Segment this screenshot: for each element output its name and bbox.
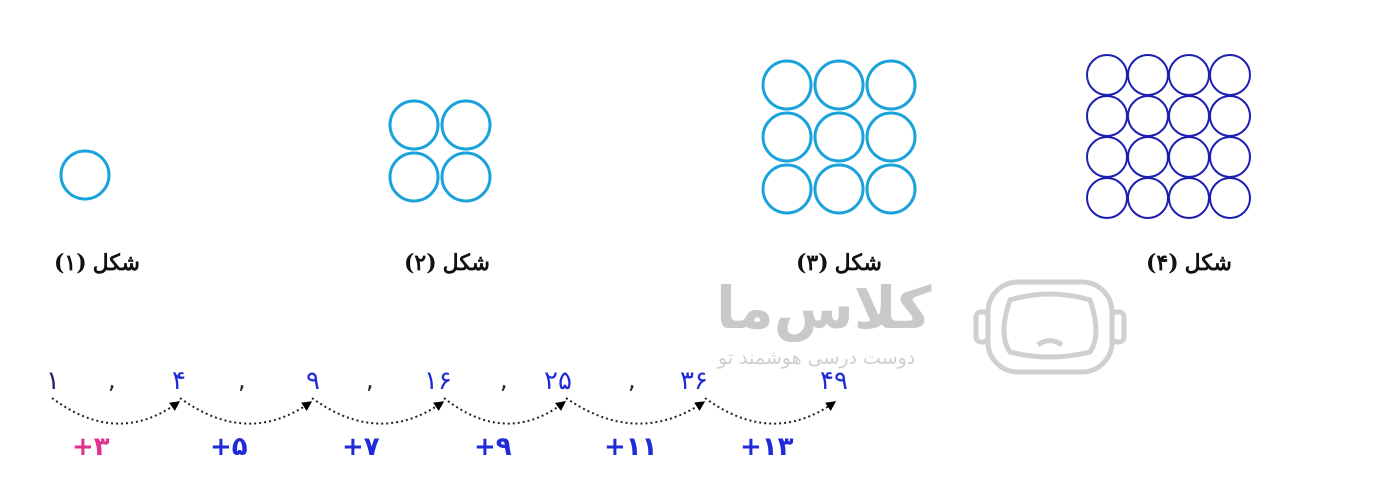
circle-shape (1086, 54, 1128, 96)
sequence-number: ۳۶ (680, 366, 708, 396)
circle-shape (813, 59, 865, 111)
caption-number: (۴) (1146, 250, 1179, 276)
figure-4-caption: شکل(۴) (1146, 250, 1232, 276)
circle-shape (1209, 136, 1251, 178)
sequence-separator: , (366, 366, 374, 394)
circle-shape (761, 59, 813, 111)
sequence-arc (311, 397, 445, 425)
increment-label: +۱۱ (604, 432, 658, 462)
circle-shape (388, 99, 440, 151)
sequence-arrows (51, 397, 837, 425)
circle-shape (1127, 95, 1169, 137)
circle-shape (1168, 136, 1210, 178)
caption-word: شکل (834, 250, 882, 276)
caption-number: (۳) (796, 250, 829, 276)
circle-shape (440, 151, 492, 203)
vr-headset-icon (973, 279, 1127, 375)
circle-shape (59, 149, 111, 201)
figure-1-caption: شکل(۱) (54, 250, 140, 276)
circle-shape (440, 99, 492, 151)
watermark-name: کلاس‌ما (716, 274, 932, 342)
sequence-arc (179, 397, 313, 425)
sequence-number: ۹ (306, 366, 320, 396)
sequence-separator: , (500, 366, 508, 394)
circle-shape (865, 111, 917, 163)
circle-shape (1127, 177, 1169, 219)
circle-shape (388, 151, 440, 203)
circle-shape (865, 163, 917, 215)
sequence-number: ۱ (46, 366, 60, 396)
circle-shape (1168, 95, 1210, 137)
figure-1-circles (59, 149, 111, 201)
watermark-tagline: دوست درسی هوشمند تو (718, 347, 916, 369)
sequence-arc (704, 397, 837, 425)
circle-shape (1209, 177, 1251, 219)
circle-shape (1209, 54, 1251, 96)
circle-shape (1209, 95, 1251, 137)
circle-shape (1086, 136, 1128, 178)
caption-number: (۱) (54, 250, 87, 276)
circle-shape (813, 163, 865, 215)
sequence-number: ۴ (172, 366, 186, 396)
circle-shape (1086, 177, 1128, 219)
figure-2-caption: شکل(۲) (404, 250, 490, 276)
sequence-number: ۱۶ (424, 366, 452, 396)
caption-word: شکل (92, 250, 140, 276)
sequence-number: ۲۵ (544, 366, 572, 396)
caption-word: شکل (1184, 250, 1232, 276)
increment-label: +۷ (342, 432, 380, 462)
increment-label: +۹ (474, 432, 512, 462)
figure-2-circles (388, 99, 492, 203)
circle-shape (761, 163, 813, 215)
circle-shape (1168, 177, 1210, 219)
sequence-separator: , (628, 366, 636, 394)
figure-4-circles (1086, 54, 1251, 219)
sequence-arc (51, 397, 181, 425)
circle-shape (761, 111, 813, 163)
caption-word: شکل (442, 250, 490, 276)
circle-shape (1086, 95, 1128, 137)
figure-3-caption: شکل(۳) (796, 250, 882, 276)
sequence-separator: , (108, 366, 116, 394)
sequence-separator: , (238, 366, 246, 394)
circle-shape (813, 111, 865, 163)
circle-shape (1127, 54, 1169, 96)
caption-number: (۲) (404, 250, 437, 276)
sequence-arc (565, 397, 706, 425)
figure-3-circles (761, 59, 917, 215)
circle-shape (1127, 136, 1169, 178)
increment-label: +۱۳ (740, 432, 794, 462)
circle-shape (865, 59, 917, 111)
increment-label: +۵ (210, 432, 248, 462)
sequence-number: ۴۹ (820, 366, 848, 396)
circle-shape (1168, 54, 1210, 96)
sequence-arc (443, 397, 567, 425)
increment-label: +۳ (72, 432, 110, 462)
